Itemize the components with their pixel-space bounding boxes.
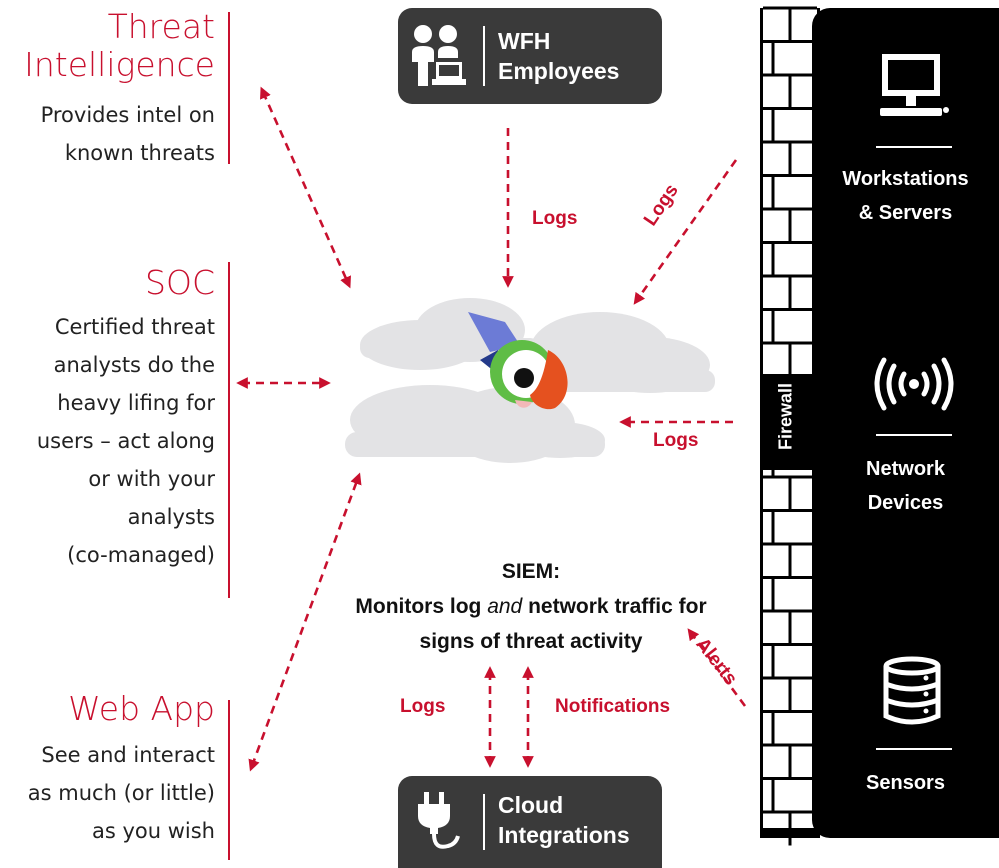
logs-label-bottom: Logs	[400, 696, 446, 717]
arrow-threat-intel	[260, 86, 351, 289]
parrot-logo-icon	[468, 312, 568, 410]
flow-arrows	[236, 86, 747, 772]
soc-divider	[228, 262, 230, 598]
threat-intel-divider	[228, 12, 230, 164]
server-database-icon	[883, 656, 941, 725]
web-app-desc: See and interact as much (or little) as …	[27, 743, 215, 843]
siem-description: SIEM: Monitors log and network traffic f…	[355, 560, 707, 653]
arrow-sensor-alerts	[687, 628, 747, 707]
firewall-label: Firewall	[775, 382, 796, 451]
logs-label-right: Logs	[653, 430, 699, 451]
sensors-label: Sensors	[866, 772, 945, 794]
web-app-title: Web App	[68, 689, 215, 728]
soc-desc: Certified threat analysts do the heavy l…	[36, 315, 215, 567]
logs-label-top: Logs	[532, 208, 578, 229]
arrow-workstation-logs	[633, 159, 738, 305]
network-devices-rule	[876, 434, 952, 436]
desktop-computer-icon	[880, 54, 949, 116]
wireless-signal-icon	[874, 357, 954, 411]
arrow-web-app	[248, 472, 362, 772]
firewall-label-bg	[760, 374, 812, 470]
web-app-divider	[228, 700, 230, 860]
workstations-rule	[876, 146, 952, 148]
people-laptop-icon	[412, 25, 466, 86]
workstations-servers-label: Workstations& Servers	[842, 168, 969, 224]
soc-title: SOC	[145, 263, 215, 302]
sensors-rule	[876, 748, 952, 750]
plug-icon	[418, 792, 460, 849]
notifications-label: Notifications	[555, 696, 671, 717]
